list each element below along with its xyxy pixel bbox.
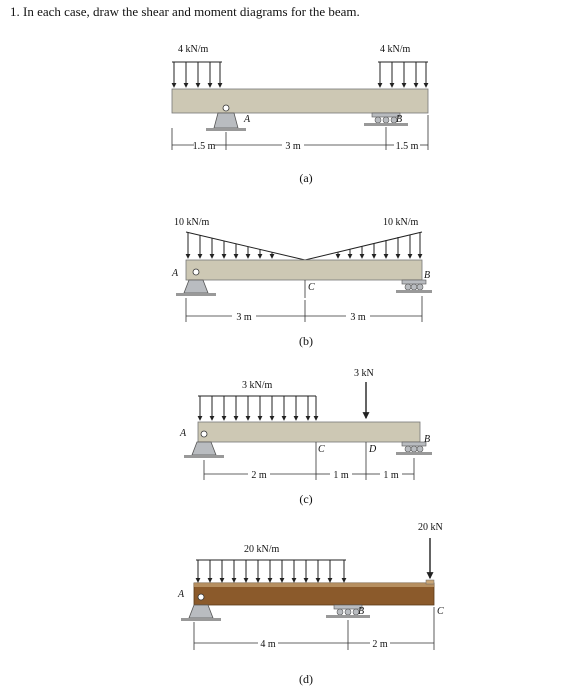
fig-a-dim-mid: 3 m [285,141,301,152]
fig-b-triangular-load [185,231,423,261]
fig-d-dim-2: 2 m [372,639,388,650]
fig-c-dim-3: 1 m [383,470,399,481]
fig-c-label-c: C [318,444,325,455]
fig-d-dim-1: 4 m [260,639,276,650]
figure-d: 20 kN/m 20 kN A [177,522,444,686]
fig-c-dimensions [203,458,415,480]
fig-b-load-right-label: 10 kN/m [383,217,419,228]
fig-a-pin-support-a [206,104,246,131]
fig-b-load-left-label: 10 kN/m [174,217,210,228]
fig-a-load-right-label: 4 kN/m [380,44,411,55]
fig-b-label-b: B [424,270,430,281]
fig-b-caption: (b) [299,334,313,348]
figure-b: 10 kN/m 10 kN/m A [171,217,432,348]
fig-b-roller-support-b [396,279,432,293]
fig-b-beam [185,259,423,281]
fig-c-pin-support-a [184,430,224,458]
fig-c-label-b: B [424,434,430,445]
fig-a-label-b: B [396,114,402,125]
fig-a-dim-right: 1.5 m [396,141,419,152]
fig-a-load-left-label: 4 kN/m [178,44,209,55]
fig-a-dim-left: 1.5 m [193,141,216,152]
fig-b-dimensions [185,296,423,322]
fig-d-label-c: C [437,606,444,617]
fig-d-dist-load-label: 20 kN/m [244,544,280,555]
fig-c-caption: (c) [299,492,312,506]
fig-a-left-udl [171,61,223,88]
fig-d-pin-support-a [181,593,221,621]
fig-c-roller-support-b [396,441,432,455]
fig-a-beam [171,88,429,114]
fig-c-udl [197,395,319,421]
fig-d-roller-support-b [326,604,370,618]
fig-b-dim-left: 3 m [236,312,252,323]
fig-b-label-a: A [171,268,179,279]
fig-a-dimensions [171,115,429,150]
fig-d-caption: (d) [299,672,313,686]
fig-c-point-load-label: 3 kN [354,368,374,379]
fig-c-dim-2: 1 m [333,470,349,481]
fig-c-dim-1: 2 m [251,470,267,481]
figure-c: 3 kN/m 3 kN A [179,368,432,506]
fig-b-dim-right: 3 m [350,312,366,323]
fig-d-label-b: B [358,606,364,617]
fig-c-beam [197,421,421,443]
fig-c-label-a: A [179,428,187,439]
fig-a-label-a: A [243,114,251,125]
fig-d-point-load-label: 20 kN [418,522,443,533]
fig-d-dimensions [193,607,435,650]
fig-b-pin-support-a [176,268,216,296]
fig-c-dist-load-label: 3 kN/m [242,380,273,391]
fig-a-right-udl [377,61,429,88]
fig-d-beam-highlight [194,583,434,587]
fig-a-roller-support-b [364,112,408,126]
fig-c-label-d: D [368,444,377,455]
figure-a: 4 kN/m 4 kN/m A [171,44,429,185]
fig-d-load-plate [425,579,435,585]
fig-b-label-c: C [308,282,315,293]
question-text: 1. In each case, draw the shear and mome… [10,4,360,19]
fig-d-udl [195,559,347,583]
fig-d-label-a: A [177,589,185,600]
fig-a-caption: (a) [299,171,312,185]
